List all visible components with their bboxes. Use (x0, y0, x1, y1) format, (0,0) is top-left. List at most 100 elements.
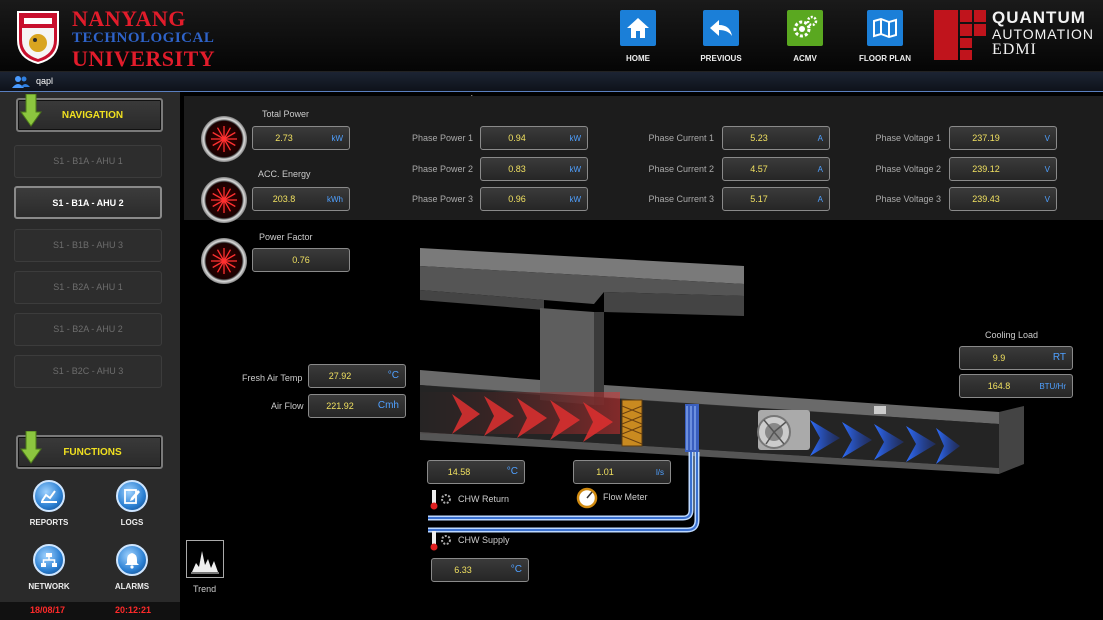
chw-supply-unit: °C (510, 564, 522, 575)
network-button[interactable]: NETWORK (19, 544, 79, 591)
acc-energy-value: 203.8 (272, 194, 296, 204)
phase-power-1-label: Phase Power 1 (411, 133, 473, 143)
chw-return-label: CHW Return (458, 494, 510, 504)
acmv-label: ACMV (793, 54, 817, 63)
cooling-load-btu-value: 164.8 (987, 381, 1011, 391)
time-display: 20:12:21 (115, 605, 152, 615)
air-flow-box: 221.92 Cmh (308, 394, 406, 418)
air-flow-unit: Cmh (377, 400, 399, 411)
fresh-air-temp-box: 27.92 °C (308, 364, 406, 388)
flow-meter-box: 1.01 l/s (573, 460, 671, 484)
ahu-item-2[interactable]: S1 - B1A - AHU 2 (14, 186, 162, 219)
total-power-gauge-icon (201, 116, 247, 162)
home-icon (620, 10, 656, 46)
total-power-value-box: 2.73 kW (252, 126, 350, 150)
edit-icon (116, 480, 148, 512)
logs-label: LOGS (120, 518, 144, 527)
phase-current-3-label: Phase Current 3 (648, 194, 714, 204)
username-label: qapl (36, 76, 54, 86)
phase-power-3-label: Phase Power 3 (411, 194, 473, 204)
sidebar: NAVIGATION S1 - B1A - AHU 1 S1 - B1A - A… (0, 92, 180, 602)
air-flow-label: Air Flow (271, 401, 304, 411)
trend-button[interactable] (186, 540, 224, 578)
gears-icon (787, 10, 823, 46)
phase-voltage-1-box: 237.19 V (949, 126, 1057, 150)
quantum-logo-mark (934, 10, 986, 60)
acmv-button[interactable]: ACMV (770, 10, 840, 63)
network-label: NETWORK (28, 582, 70, 591)
chw-return-unit: °C (506, 466, 518, 477)
alarms-label: ALARMS (114, 582, 150, 591)
phase-voltage-3-value: 239.43 (972, 194, 1000, 204)
previous-label: PREVIOUS (700, 54, 742, 63)
ntu-crest-logo (17, 11, 59, 64)
phase-voltage-2-box: 239.12 V (949, 157, 1057, 181)
chart-icon (33, 480, 65, 512)
phase-power-2-box: 0.83 kW (480, 157, 588, 181)
university-name-line1: NANYANG (72, 6, 186, 31)
fresh-air-temp-unit: °C (387, 370, 399, 381)
ahu-duct-diagram (420, 248, 1024, 551)
power-factor-gauge-icon (201, 238, 247, 284)
users-icon (12, 76, 30, 88)
phase-power-1-unit: kW (569, 134, 581, 143)
ahu-item-4[interactable]: S1 - B2A - AHU 1 (14, 271, 162, 304)
previous-button[interactable]: PREVIOUS (686, 10, 756, 63)
phase-voltage-1-unit: V (1044, 134, 1050, 143)
status-bar: 18/08/17 20:12:21 (0, 602, 180, 620)
chw-return-value: 14.58 (447, 467, 471, 477)
phase-voltage-1-value: 237.19 (972, 133, 1000, 143)
ahu-item-5[interactable]: S1 - B2A - AHU 2 (14, 313, 162, 346)
down-arrow-icon (20, 94, 42, 127)
power-factor-value: 0.76 (292, 255, 310, 265)
fresh-air-temp-label: Fresh Air Temp (242, 373, 303, 383)
back-arrow-icon (703, 10, 739, 46)
reports-button[interactable]: REPORTS (19, 480, 79, 527)
phase-power-3-unit: kW (569, 195, 581, 204)
alarms-button[interactable]: ALARMS (102, 544, 162, 591)
down-arrow-icon (20, 431, 42, 464)
phase-power-3-box: 0.96 kW (480, 187, 588, 211)
functions-label: FUNCTIONS (63, 447, 122, 458)
phase-voltage-3-label: Phase Voltage 3 (875, 194, 941, 204)
phase-voltage-2-unit: V (1044, 165, 1050, 174)
company-name-line1: QUANTUM (992, 8, 1086, 27)
trend-chart-icon (191, 551, 219, 574)
phase-current-2-value: 4.57 (750, 164, 768, 174)
chw-return-box: 14.58 °C (427, 460, 525, 484)
cooling-load-rt-value: 9.9 (992, 353, 1006, 363)
ahu-item-3[interactable]: S1 - B1B - AHU 3 (14, 229, 162, 262)
phase-current-3-box: 5.17 A (722, 187, 830, 211)
date-display: 18/08/17 (30, 605, 66, 615)
university-name-line2: TECHNOLOGICAL (72, 30, 215, 46)
flow-meter-unit: l/s (656, 468, 664, 477)
fresh-air-temp-value: 27.92 (328, 371, 352, 381)
functions-section-button[interactable]: FUNCTIONS (16, 431, 163, 469)
logs-button[interactable]: LOGS (102, 480, 162, 527)
phase-current-3-unit: A (817, 195, 823, 204)
company-name-line2: AUTOMATION (992, 26, 1095, 42)
total-power-value: 2.73 (275, 133, 293, 143)
network-icon (33, 544, 65, 576)
chw-supply-label: CHW Supply (458, 535, 510, 545)
phase-voltage-3-unit: V (1044, 195, 1050, 204)
ahu-item-1[interactable]: S1 - B1A - AHU 1 (14, 145, 162, 178)
cooling-load-rt-box: 9.9 RT (959, 346, 1073, 370)
phase-power-3-value: 0.96 (508, 194, 526, 204)
acc-energy-title: ACC. Energy (258, 169, 311, 179)
phase-current-1-label: Phase Current 1 (648, 133, 714, 143)
chw-supply-value: 6.33 (454, 565, 472, 575)
home-button[interactable]: HOME (603, 10, 673, 63)
phase-voltage-2-label: Phase Voltage 2 (875, 164, 941, 174)
total-power-unit: kW (331, 134, 343, 143)
floor-plan-button[interactable]: FLOOR PLAN (850, 10, 920, 63)
company-name-line3: EDMI (992, 41, 1037, 58)
phase-power-2-label: Phase Power 2 (411, 164, 473, 174)
navigation-section-button[interactable]: NAVIGATION (16, 94, 163, 132)
ahu-item-6[interactable]: S1 - B2C - AHU 3 (14, 355, 162, 388)
air-flow-value: 221.92 (326, 401, 354, 411)
phase-current-1-unit: A (817, 134, 823, 143)
phase-current-3-value: 5.17 (750, 194, 768, 204)
chw-supply-box: 6.33 °C (431, 558, 529, 582)
power-factor-title: Power Factor (259, 232, 313, 242)
